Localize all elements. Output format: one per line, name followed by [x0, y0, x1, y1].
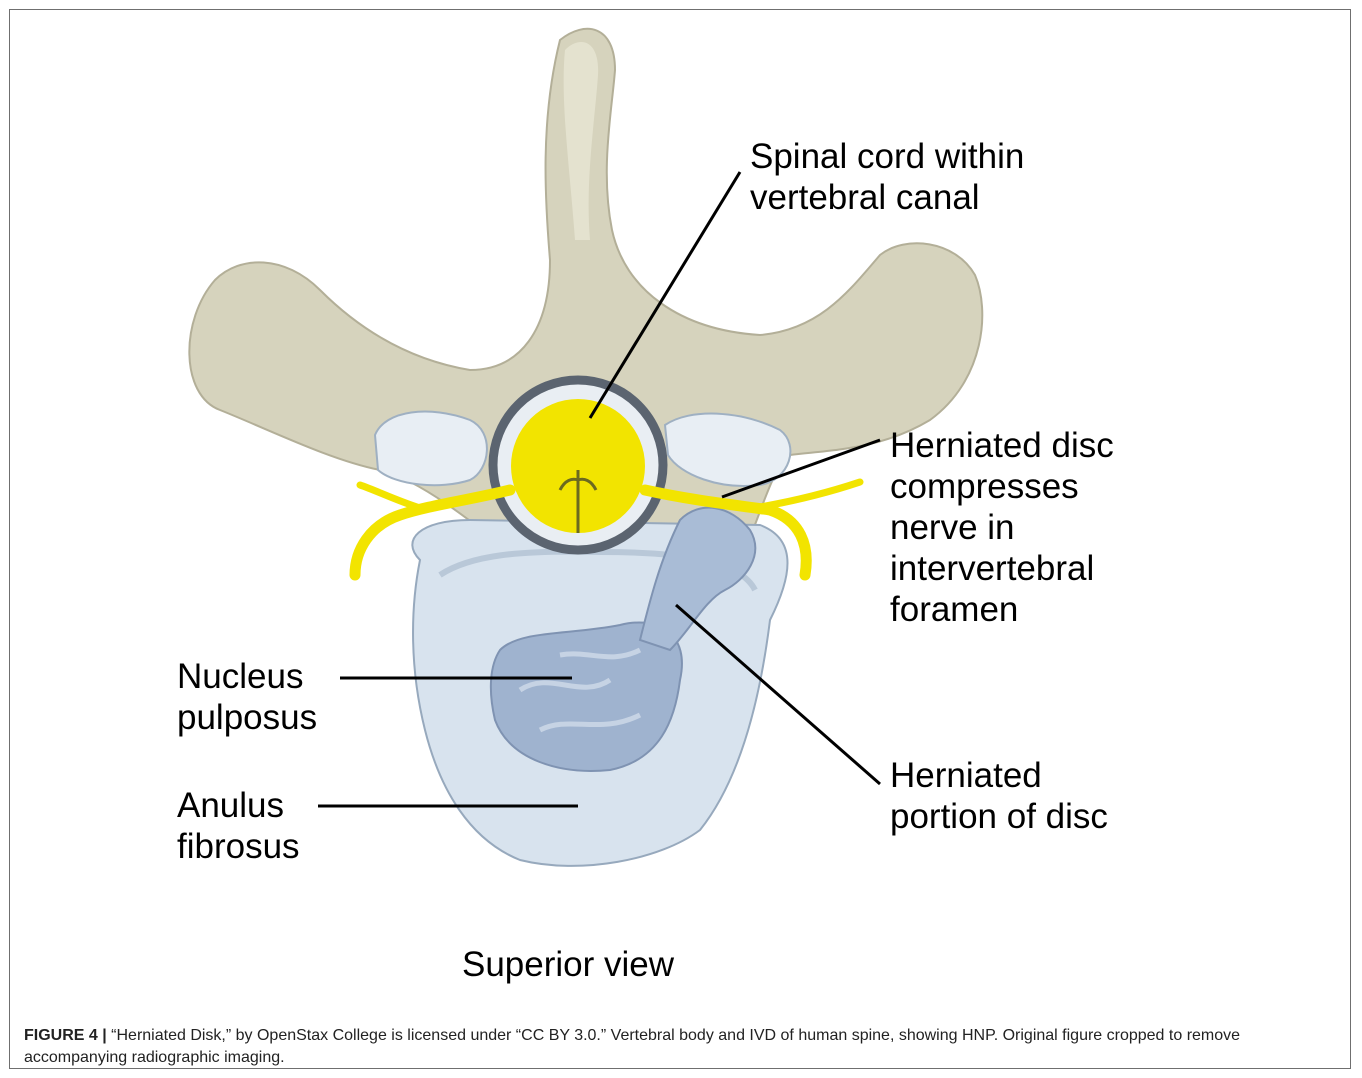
label-superior-view: Superior view [462, 944, 674, 985]
right-spinal-nerve-branch [760, 482, 860, 507]
caption-figure-label: FIGURE 4 | [24, 1027, 107, 1044]
label-nucleus-pulposus: Nucleus pulposus [177, 656, 317, 738]
figure-caption: FIGURE 4 | “Herniated Disk,” by OpenStax… [24, 1025, 1340, 1069]
label-herniated-portion: Herniated portion of disc [890, 755, 1108, 837]
caption-text: “Herniated Disk,” by OpenStax College is… [24, 1027, 1240, 1066]
label-anulus-fibrosus: Anulus fibrosus [177, 785, 300, 867]
left-facet [375, 412, 487, 486]
label-spinal-cord: Spinal cord within vertebral canal [750, 136, 1024, 218]
label-herniated-disc-compresses: Herniated disc compresses nerve in inter… [890, 425, 1114, 630]
left-spinal-nerve-branch [360, 485, 420, 508]
